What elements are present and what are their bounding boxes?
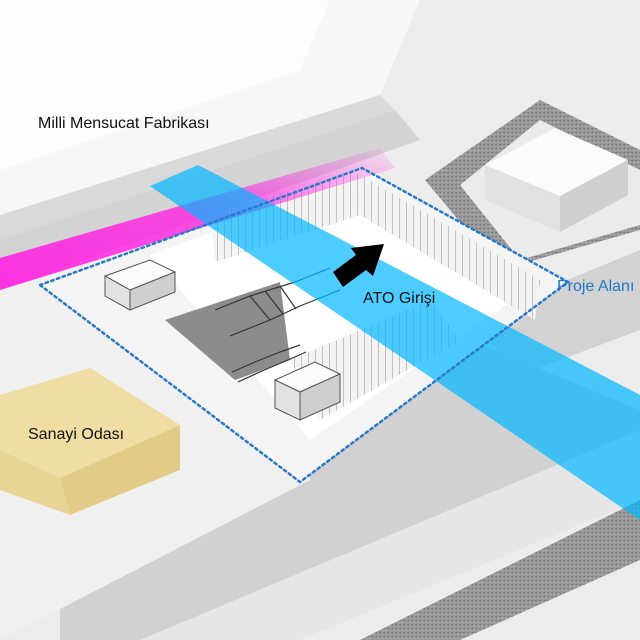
site-rib-wall-east bbox=[355, 172, 540, 320]
magenta-axis bbox=[0, 148, 395, 290]
south-gravel-strip bbox=[360, 500, 640, 640]
pavilion-west bbox=[103, 259, 177, 311]
cyan-axis bbox=[150, 165, 640, 520]
factory-block bbox=[0, 0, 420, 240]
east-block bbox=[425, 100, 640, 270]
chamber-label: Sanayi Odası bbox=[28, 426, 124, 443]
east-building-roof bbox=[485, 128, 628, 196]
factory-label: Milli Mensucat Fabrikası bbox=[38, 115, 210, 132]
project-boundary bbox=[37, 166, 571, 484]
project-area-label: Proje Alanı bbox=[557, 278, 634, 295]
entrance-label: ATO Girişi bbox=[363, 290, 435, 307]
arrow-up-right-icon bbox=[333, 244, 384, 287]
pavilion-south bbox=[273, 361, 342, 421]
chamber-block bbox=[0, 368, 180, 515]
